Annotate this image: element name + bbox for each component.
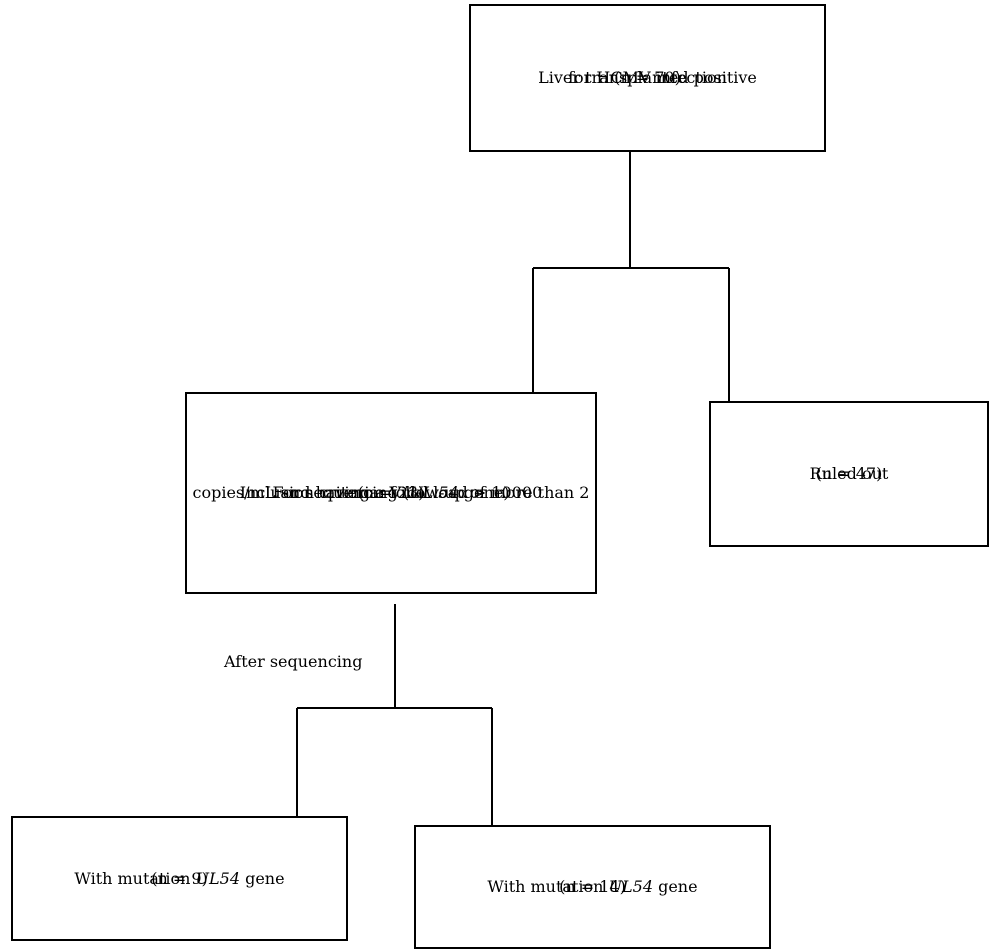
node-sequencing-line1: For sequencing (UL 54 gene) bbox=[273, 477, 510, 509]
node-mutation-right: With mutation UL54 gene (n = 14) bbox=[414, 825, 771, 949]
node-mutation-left-line1: With mutation UL54 gene bbox=[74, 863, 284, 895]
node-mutation-right-line1-post: gene bbox=[653, 877, 698, 896]
node-mutation-right-line2: (n = 14) bbox=[559, 877, 626, 896]
edge-label-after-sequencing: After sequencing bbox=[224, 652, 363, 671]
node-sequencing-line1-pre: For sequencing ( bbox=[272, 483, 410, 502]
node-sequencing-line3: Inclusion criteria: Viral load > 10000 bbox=[239, 483, 543, 502]
node-ruled-out-line1: Ruled out bbox=[809, 464, 889, 483]
node-sequencing-gene: UL 54 bbox=[409, 483, 459, 502]
node-root-line1: Liver transplanted positive bbox=[538, 68, 757, 87]
node-root-line2: for HCMV infection bbox=[568, 68, 727, 87]
node-sequencing-line4: copies/mL and having a follow-up of more… bbox=[192, 483, 590, 502]
node-sequencing: For sequencing (UL 54 gene) (n = 23) Inc… bbox=[185, 392, 597, 594]
node-mutation-left-line1-post: gene bbox=[240, 868, 285, 888]
node-sequencing-line1-post: gene) bbox=[458, 483, 510, 502]
node-root: Liver transplanted positive for HCMV inf… bbox=[469, 4, 826, 152]
node-mutation-left-gene: UL54 bbox=[195, 868, 240, 888]
node-mutation-left: With mutation UL54 gene (n = 9) bbox=[11, 816, 348, 941]
node-mutation-right-gene: UL54 bbox=[608, 877, 653, 896]
node-mutation-left-line2: (n = 9) bbox=[151, 868, 208, 888]
node-mutation-left-line1-pre: With mutation bbox=[74, 868, 196, 888]
node-ruled-out-line2: (n = 47) bbox=[815, 464, 883, 483]
node-root-line3: (n = 70) bbox=[614, 68, 681, 87]
node-mutation-right-line1-pre: With mutation bbox=[487, 877, 609, 896]
node-sequencing-line2: (n = 23) bbox=[357, 483, 425, 502]
node-ruled-out: Ruled out (n = 47) bbox=[709, 401, 989, 547]
node-mutation-right-line1: With mutation UL54 gene bbox=[487, 871, 697, 903]
